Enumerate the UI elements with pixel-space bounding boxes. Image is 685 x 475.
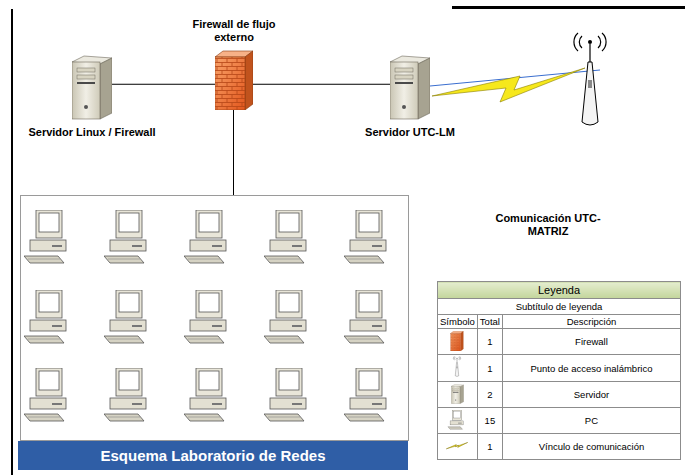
legend-text: PC: [502, 408, 680, 434]
legend-text: Firewall: [502, 329, 680, 355]
legend-symbol: [438, 408, 478, 434]
node-icon: [72, 55, 112, 120]
legend-total: 15: [477, 408, 502, 434]
legend-total: 2: [477, 382, 502, 408]
node-icon: [215, 50, 253, 110]
firewall-node: Firewall de flujo externo: [215, 50, 253, 110]
node-label: Servidor Linux / Firewall: [7, 126, 177, 139]
legend-total: 1: [477, 355, 502, 382]
legend-sample: [450, 331, 464, 351]
connector-line: [253, 84, 390, 85]
node-label: Firewall de flujo externo: [178, 18, 290, 44]
node-icon: [390, 55, 430, 120]
legend-symbol: [438, 329, 478, 355]
column-header: Descripción: [502, 315, 680, 329]
connector-line: [112, 84, 215, 85]
legend-text: Servidor: [502, 382, 680, 408]
legend-sample: [451, 384, 464, 404]
legend-total: 1: [477, 329, 502, 355]
legend-sample: [452, 356, 462, 378]
server-node: Servidor Linux / Firewall: [72, 55, 112, 120]
column-header: Símbolo: [438, 315, 478, 329]
link-label: Comunicación UTC-MATRIZ: [488, 212, 608, 238]
legend-table: LeyendaSubtítulo de leyendaSímboloTotalD…: [437, 281, 681, 460]
column-header: Total: [477, 315, 502, 329]
server-node: Servidor UTC-LM: [390, 55, 430, 120]
legend-text: Punto de acceso inalámbrico: [502, 355, 680, 382]
legend-total: 1: [477, 434, 502, 460]
node-label: Servidor UTC-LM: [345, 126, 475, 139]
legend-subtitle: Subtítulo de leyenda: [438, 299, 681, 315]
legend-heading: Leyenda: [438, 282, 681, 299]
legend-text: Vínculo de comunicación: [502, 434, 680, 460]
legend-sample: [447, 410, 467, 430]
title-band: Esquema Laboratorio de Redes: [18, 441, 408, 470]
legend-symbol: [438, 434, 478, 460]
legend-sample: [446, 441, 468, 451]
legend-symbol: [438, 382, 478, 408]
legend-symbol: [438, 355, 478, 382]
